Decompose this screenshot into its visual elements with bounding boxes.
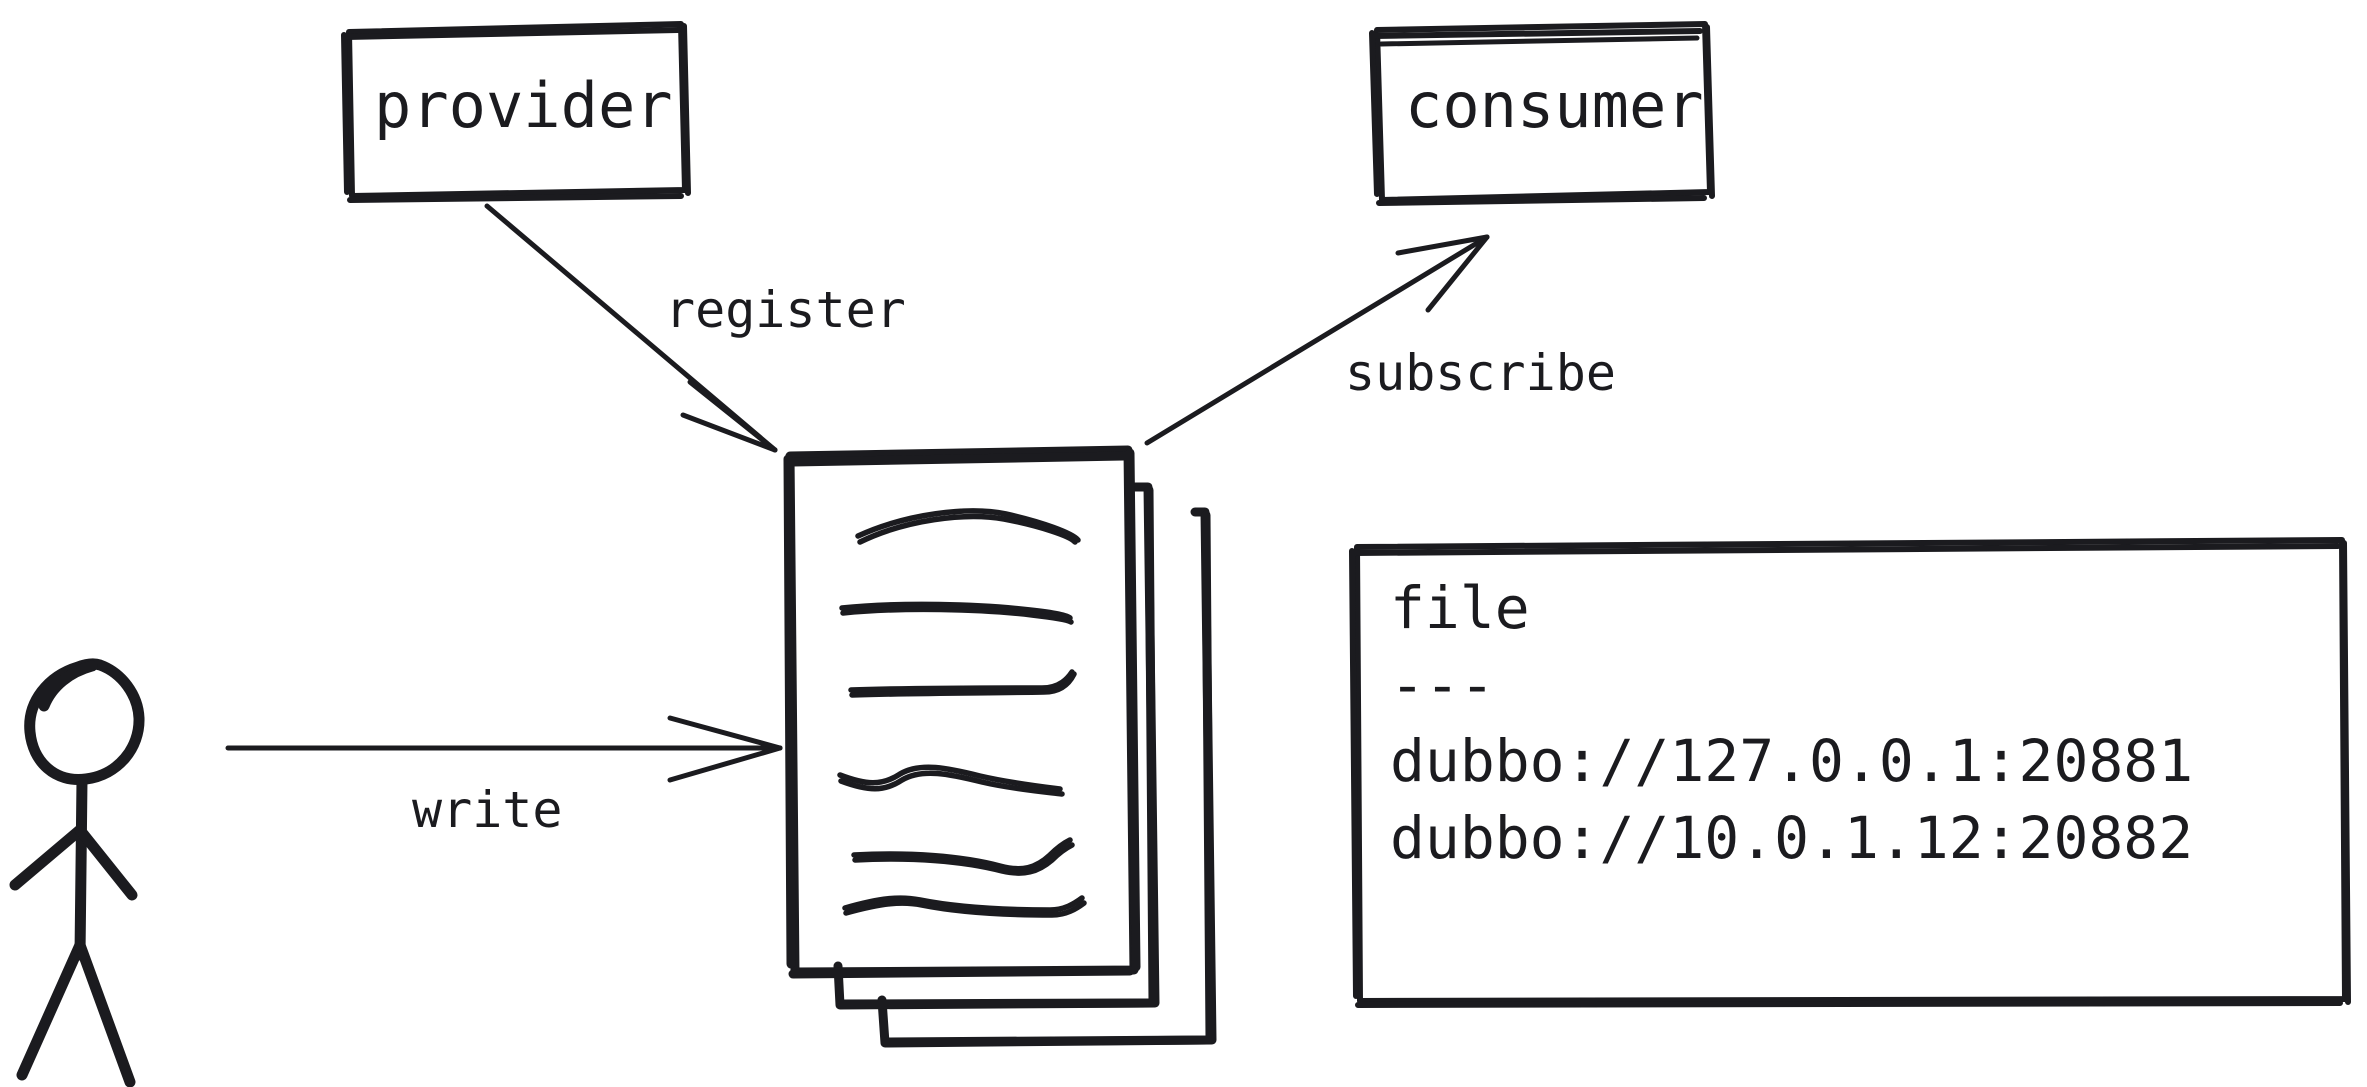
subscribe-edge-label: subscribe [1345, 344, 1616, 402]
register-arrow[interactable] [484, 203, 778, 453]
subscribe-arrow[interactable] [1144, 234, 1490, 446]
provider-label: provider [374, 69, 673, 142]
consumer-box-shape[interactable] [1369, 21, 1715, 206]
file-line-title: file [1390, 574, 1530, 642]
document-sheet-front[interactable] [783, 445, 1141, 979]
document-sheet-back [877, 507, 1217, 1048]
write-arrow[interactable] [225, 715, 783, 783]
write-edge-label: write [412, 781, 563, 839]
actor-stick-figure[interactable] [9, 658, 145, 1087]
provider-box-shape[interactable] [341, 21, 691, 203]
file-box-shape[interactable] [1349, 537, 2351, 1008]
register-edge-label: register [665, 281, 906, 339]
file-line-url-1: dubbo://127.0.0.1:20881 [1390, 727, 2194, 796]
file-line-url-2: dubbo://10.0.1.12:20882 [1390, 803, 2194, 872]
consumer-label: consumer [1405, 69, 1704, 142]
file-content-block: file --- dubbo://127.0.0.1:20881 dubbo:/… [1390, 570, 2290, 876]
document-sheet-middle [833, 482, 1160, 1010]
file-line-separator: --- [1390, 650, 1495, 719]
document-text-lines [837, 508, 1087, 918]
